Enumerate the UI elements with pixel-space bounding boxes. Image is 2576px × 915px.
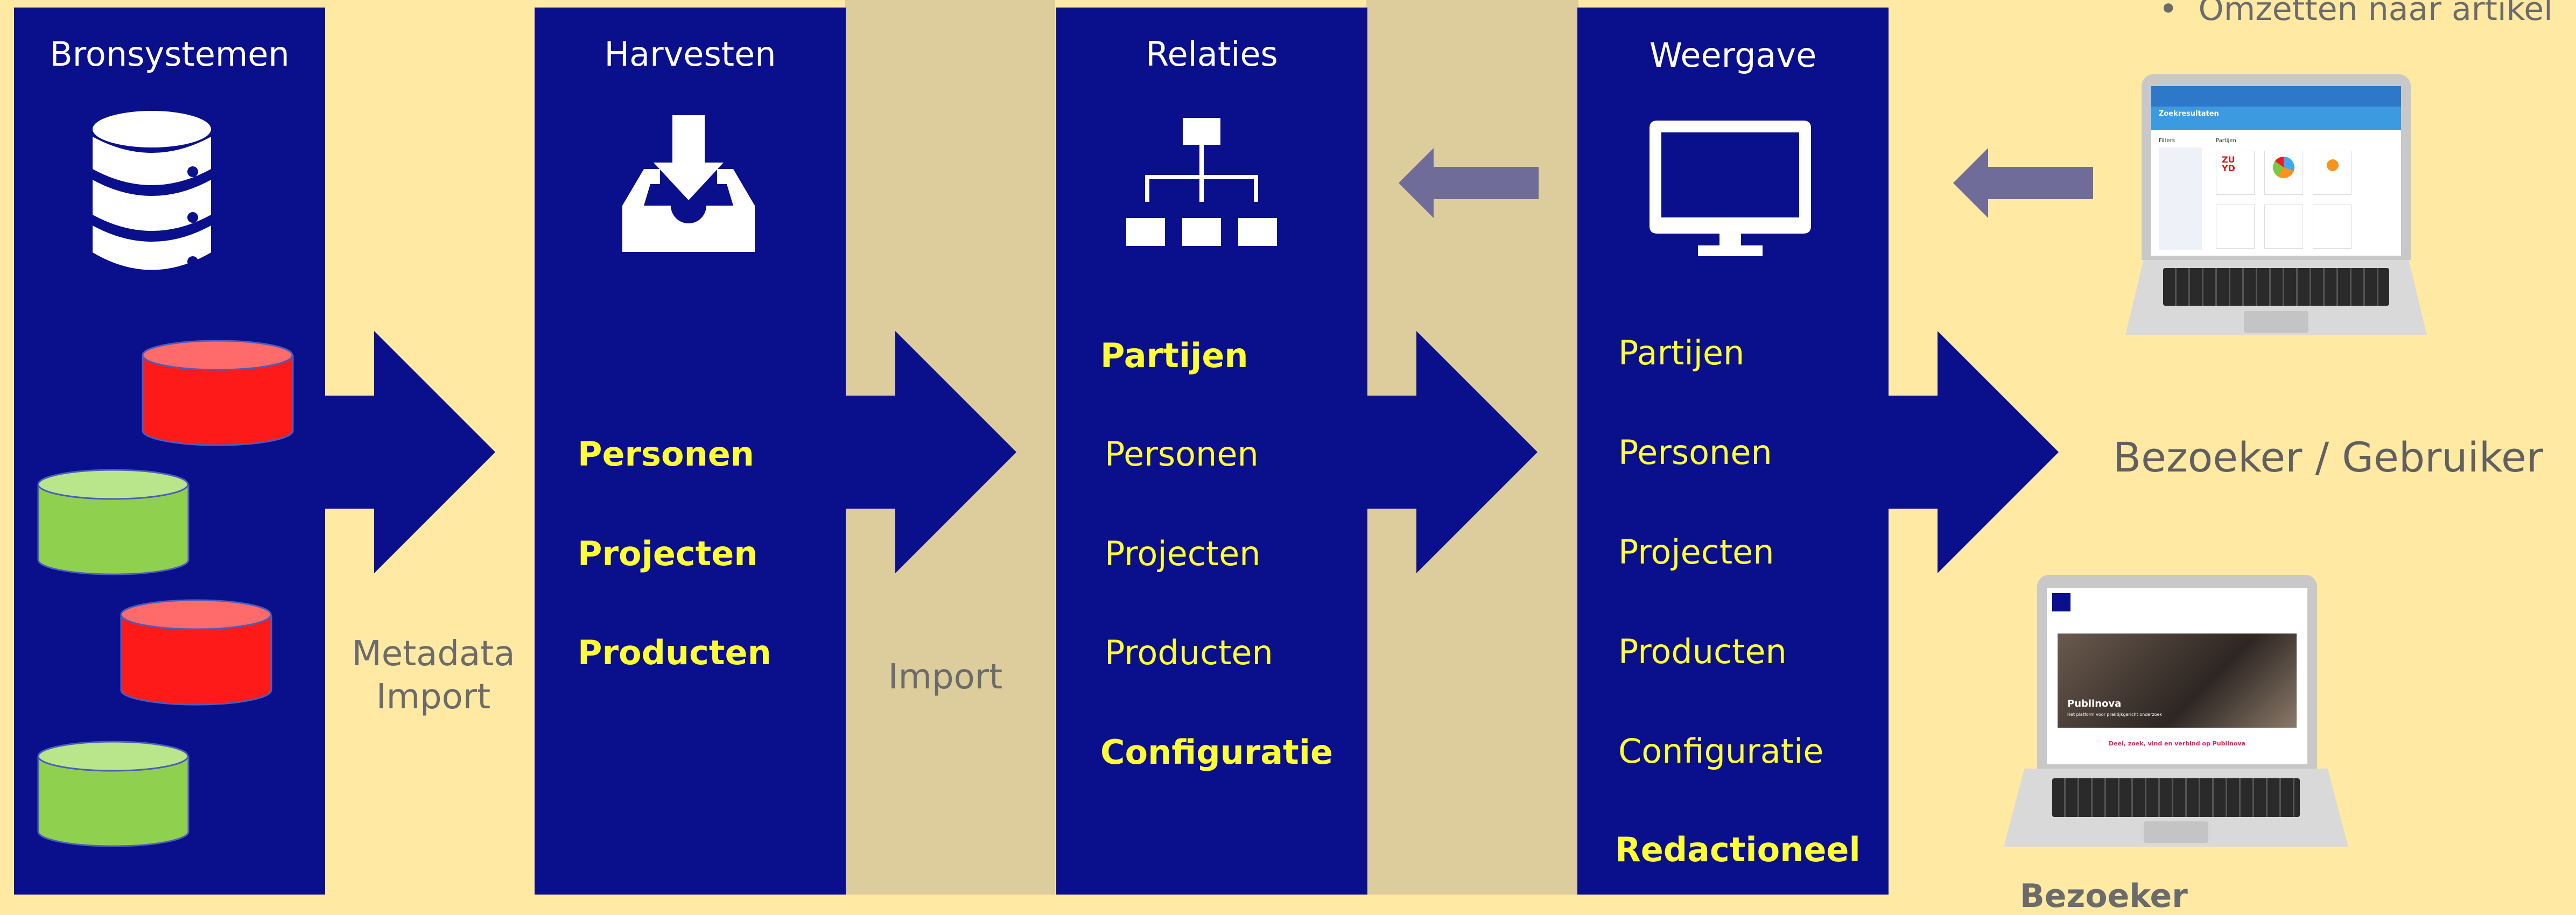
laptop-publinova: Publinova Het platform voor praktijkgeri… xyxy=(2004,575,2359,855)
monitor-icon xyxy=(1650,121,1811,256)
column-weergave: Weergave Partijen Personen Projecten Pro… xyxy=(1577,8,1889,895)
connector-label-import: Import xyxy=(888,657,1003,697)
org-chart-icon xyxy=(1126,118,1277,246)
site-hero-image: Publinova Het platform voor praktijkgeri… xyxy=(2058,634,2297,728)
connector-label-line1: Metadata xyxy=(352,634,515,674)
column-title: Weergave xyxy=(1649,36,1817,75)
relaties-item-configuratie: Configuratie xyxy=(1100,733,1333,772)
relaties-item-producten: Producten xyxy=(1105,633,1273,672)
bullet-item: • Omzetten naar artikel xyxy=(2159,0,2553,28)
laptop-keyboard xyxy=(2163,268,2389,306)
column-relaties: Relaties Partijen Personen Projecten Pro… xyxy=(1056,8,1367,895)
harvest-item-producten: Producten xyxy=(578,633,771,672)
column-harvesten: Harvesten Personen Projecten Producten xyxy=(535,8,846,895)
laptop-screen: Zoekresultaten Filters Partijen ZU YD xyxy=(2151,86,2401,256)
screen-header xyxy=(2151,86,2401,107)
bottom-visitor-label: Bezoeker xyxy=(2020,877,2188,915)
connector-label-metadata-import: Metadata Import xyxy=(334,632,533,719)
hero-brand: Publinova xyxy=(2067,698,2122,709)
hero-subtitle: Het platform voor praktijkgericht onderz… xyxy=(2067,712,2163,717)
weergave-item-producten: Producten xyxy=(1618,632,1787,671)
sun-icon xyxy=(2327,159,2339,171)
screen-title: Zoekresultaten xyxy=(2159,110,2219,118)
screen-tile-3 xyxy=(2313,151,2352,195)
source-db-green-2 xyxy=(37,741,189,847)
laptop-screen: Publinova Het platform voor praktijkgeri… xyxy=(2047,588,2307,764)
database-icon xyxy=(93,111,211,270)
bullet-text: Omzetten naar artikel xyxy=(2198,0,2553,28)
laptop-touchpad xyxy=(2244,311,2308,333)
source-db-green-1 xyxy=(37,469,189,575)
site-tagline: Deel, zoek, vind en verbind op Publinova xyxy=(2109,740,2245,747)
relaties-item-personen: Personen xyxy=(1105,434,1259,474)
screen-filter-label: Filters xyxy=(2159,138,2175,144)
relaties-item-projecten: Projecten xyxy=(1105,534,1261,573)
screen-tile-1: ZU YD xyxy=(2216,151,2255,195)
site-logo xyxy=(2052,593,2070,611)
weergave-item-projecten: Projecten xyxy=(1618,532,1774,572)
source-db-red-1 xyxy=(142,340,294,446)
weergave-item-configuratie: Configuratie xyxy=(1618,731,1824,771)
screen-tile-6 xyxy=(2313,205,2352,249)
harvest-item-projecten: Projecten xyxy=(578,534,758,573)
connector-label-line2: Import xyxy=(376,677,491,717)
bullet-dot: • xyxy=(2159,0,2199,28)
column-title: Bronsystemen xyxy=(50,34,290,74)
screen-tab-label: Partijen xyxy=(2216,138,2236,144)
flow-arrow-4 xyxy=(1886,331,2059,573)
column-title: Harvesten xyxy=(604,34,776,74)
source-db-red-2 xyxy=(120,599,272,706)
screen-title-bar: Zoekresultaten xyxy=(2151,107,2401,130)
flow-arrow-1 xyxy=(323,331,495,573)
relaties-item-partijen: Partijen xyxy=(1100,336,1248,375)
visitor-label: Bezoeker / Gebruiker xyxy=(2113,433,2544,481)
inbox-download-icon xyxy=(622,115,755,252)
feedback-arrow-1 xyxy=(1399,148,1539,218)
weergave-item-personen: Personen xyxy=(1618,433,1772,472)
laptop-keyboard xyxy=(2052,778,2300,817)
feedback-arrow-2 xyxy=(1953,148,2093,218)
pie-chart-icon xyxy=(2273,157,2294,178)
screen-tile-5 xyxy=(2264,205,2303,249)
screen-tile-4 xyxy=(2216,205,2255,249)
weergave-item-redactioneel: Redactioneel xyxy=(1615,830,1861,869)
column-title: Relaties xyxy=(1146,34,1278,74)
tile-letters: ZU YD xyxy=(2222,154,2235,173)
weergave-item-partijen: Partijen xyxy=(1618,333,1745,372)
laptop-touchpad xyxy=(2144,821,2208,843)
screen-tile-2 xyxy=(2264,151,2303,195)
screen-filter-panel xyxy=(2159,147,2202,250)
flow-arrow-3 xyxy=(1365,331,1538,573)
harvest-item-personen: Personen xyxy=(578,434,754,474)
flow-arrow-2 xyxy=(844,331,1016,573)
laptop-search-results: Zoekresultaten Filters Partijen ZU YD xyxy=(2125,74,2470,346)
